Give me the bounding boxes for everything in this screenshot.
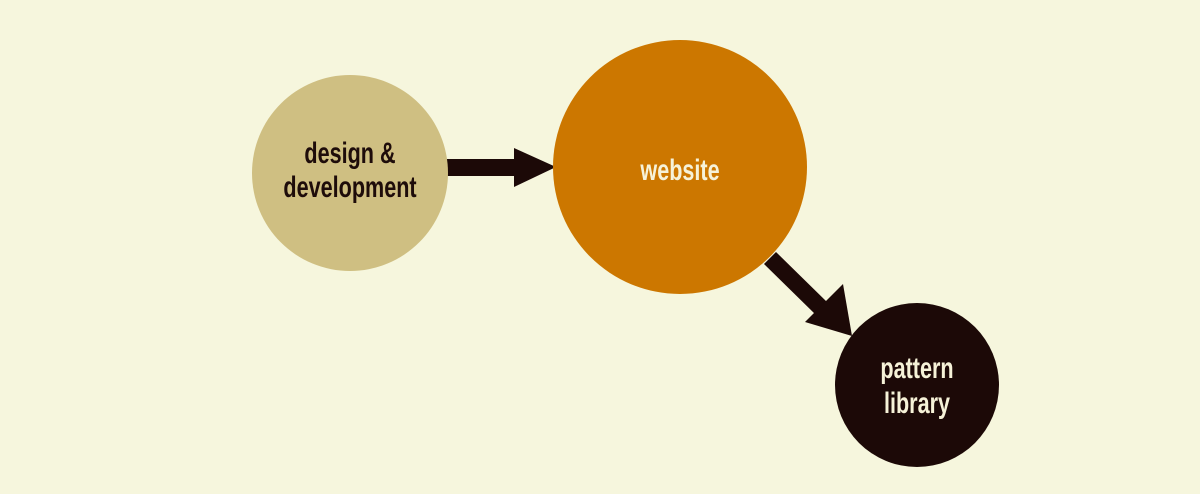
node-pattern-label-1: pattern bbox=[880, 350, 953, 384]
arrow-website-to-pattern bbox=[764, 252, 852, 336]
node-website-circle bbox=[553, 40, 807, 294]
node-design-label-2: development bbox=[283, 169, 416, 203]
node-pattern-circle bbox=[835, 303, 999, 467]
node-website-label: website bbox=[640, 152, 720, 186]
node-pattern-label-2: library bbox=[884, 385, 950, 419]
arrow-design-to-website bbox=[446, 148, 556, 187]
node-design-circle bbox=[252, 75, 448, 271]
node-design-label-1: design & bbox=[304, 135, 395, 169]
